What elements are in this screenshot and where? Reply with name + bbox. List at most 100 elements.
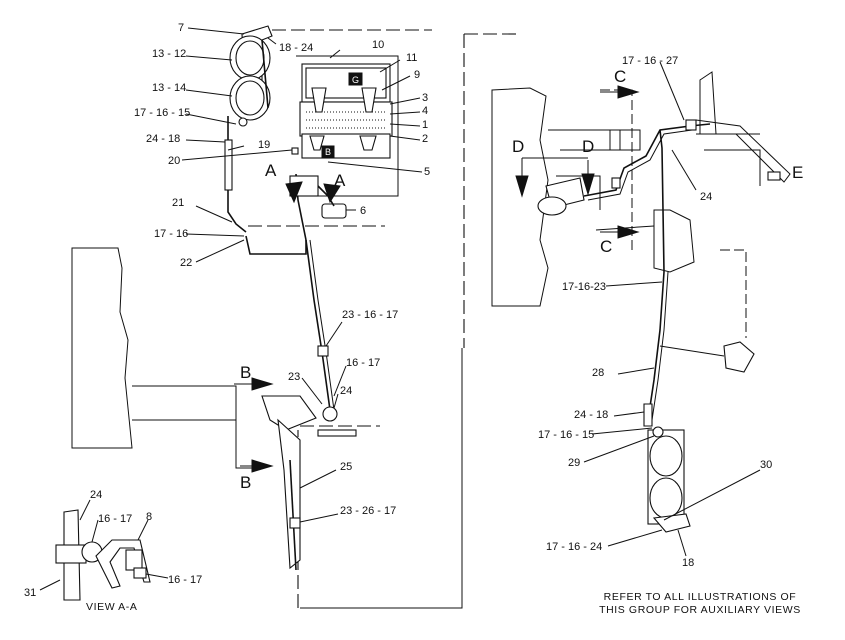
callout-9: 9 [414, 69, 420, 81]
plate [317, 429, 357, 437]
callout-r-24: 24 [700, 191, 712, 203]
branch-to-plug [659, 345, 725, 357]
callout-r-29: 29 [568, 457, 580, 469]
grommet [322, 406, 338, 422]
switch-left [311, 87, 327, 113]
front-lamp-assembly [229, 25, 273, 127]
view-b-bracket [235, 396, 262, 469]
d-bracket [556, 175, 601, 210]
arrow-b-top [251, 377, 274, 391]
view-caption: VIEW A-A [86, 601, 137, 613]
callout-1: 1 [422, 119, 428, 131]
switch-lower-left [309, 135, 325, 151]
arrow-c-top [617, 85, 640, 99]
frame-rail-upper [132, 385, 237, 396]
view-letter-a-right: A [334, 171, 346, 190]
callout-21: 21 [172, 197, 184, 209]
panel-stipple [306, 111, 386, 129]
view-arrows-left [240, 181, 341, 473]
rear-lamp [537, 196, 567, 216]
rear-structure [700, 133, 761, 186]
lamp-clip [238, 117, 248, 127]
view-a-a-detail [55, 509, 151, 601]
view-letter-b-top: B [240, 363, 251, 382]
callout-r-30: 30 [760, 459, 772, 471]
callout-r-17-16-24: 17 - 16 - 24 [546, 541, 602, 553]
callout-13-14: 13 - 14 [152, 82, 186, 94]
mounting-bracket [261, 395, 317, 431]
arm-end [767, 171, 781, 181]
lamp-base [652, 513, 691, 533]
lamp-clip-29 [652, 426, 664, 438]
lamp-lower-lens [235, 80, 265, 116]
arrow-d-left [515, 175, 529, 198]
harness-28 [647, 271, 665, 421]
view-pin [133, 567, 147, 579]
callout-19: 19 [258, 139, 270, 151]
frame-crossmember [548, 129, 621, 151]
machine-body-outline [71, 247, 133, 449]
callout-r-17-16-23: 17-16-23 [562, 281, 606, 293]
callout-10: 10 [372, 39, 384, 51]
callout-16-17-view2: 16 - 17 [168, 574, 202, 586]
footnote-line-1: REFER TO ALL ILLUSTRATIONS OF [604, 591, 797, 603]
lamp-side-rail [261, 39, 269, 109]
harness-25 [289, 459, 297, 571]
callout-16-17-view: 16 - 17 [98, 513, 132, 525]
left-assembly: G B [24, 22, 463, 613]
panel-frame [296, 55, 399, 197]
connector-plug [723, 341, 755, 373]
view-letter-c-top: C [614, 67, 626, 86]
arrow-c-bottom [617, 225, 640, 239]
harness-clip-23 [317, 345, 329, 357]
callout-17-16: 17 - 16 [154, 228, 188, 240]
callout-r-18: 18 [682, 557, 694, 569]
main-harness-down-b [309, 239, 335, 411]
view-block [125, 549, 143, 571]
right-assembly: 17 - 16 - 27 24 17-16-23 28 24 - 18 17 -… [463, 33, 803, 616]
harness-28-b [651, 271, 669, 421]
callout-r-17-16-15: 17 - 16 - 15 [538, 429, 594, 441]
callouts-right: 17 - 16 - 27 24 17-16-23 28 24 - 18 17 -… [512, 55, 803, 569]
callout-2: 2 [422, 133, 428, 145]
lamp-sleeve [643, 403, 653, 427]
callout-4: 4 [422, 105, 428, 117]
frame-dash-vertical [600, 89, 633, 250]
panel-upper-symbol-bg [348, 72, 363, 86]
callout-r-28: 28 [592, 367, 604, 379]
lamp-upper-lens [235, 40, 265, 76]
view-letter-a-left: A [265, 161, 277, 180]
callout-11: 11 [406, 52, 417, 64]
callout-17-16-15: 17 - 16 - 15 [134, 107, 190, 119]
callout-16-17: 16 - 17 [346, 357, 380, 369]
callout-r-17-16-27: 17 - 16 - 27 [622, 55, 678, 67]
view-letter-c-bottom: C [600, 237, 612, 256]
harness-top-right-b [587, 129, 693, 201]
frame-tank [653, 209, 695, 273]
callout-24-view: 24 [90, 489, 102, 501]
arrow-a-right [323, 183, 341, 204]
panel-upper-symbol: G [352, 75, 359, 85]
arrow-b-bottom [251, 459, 274, 473]
callout-3: 3 [422, 92, 428, 104]
switch-right [361, 87, 377, 113]
view-letter-e: E [792, 163, 803, 182]
callout-r-24-18: 24 - 18 [574, 409, 608, 421]
harness-right-vertical [659, 129, 665, 273]
view-clamp [55, 544, 87, 564]
harness-clip-d [611, 177, 621, 189]
view-arrows-right [515, 85, 640, 239]
callout-25: 25 [340, 461, 352, 473]
switch-lower-right [359, 135, 377, 151]
leader-lines-left [39, 27, 423, 591]
main-harness-down [305, 239, 331, 411]
rear-lamp-assembly [643, 403, 691, 533]
view-letter-d-left: D [512, 137, 524, 156]
arrow-a-left [285, 181, 303, 204]
panel-lower-symbol-bg [321, 145, 335, 158]
support-arm [277, 418, 301, 570]
panel-lower-symbol: B [325, 147, 331, 157]
relay-box [609, 129, 641, 151]
callout-22: 22 [180, 257, 192, 269]
